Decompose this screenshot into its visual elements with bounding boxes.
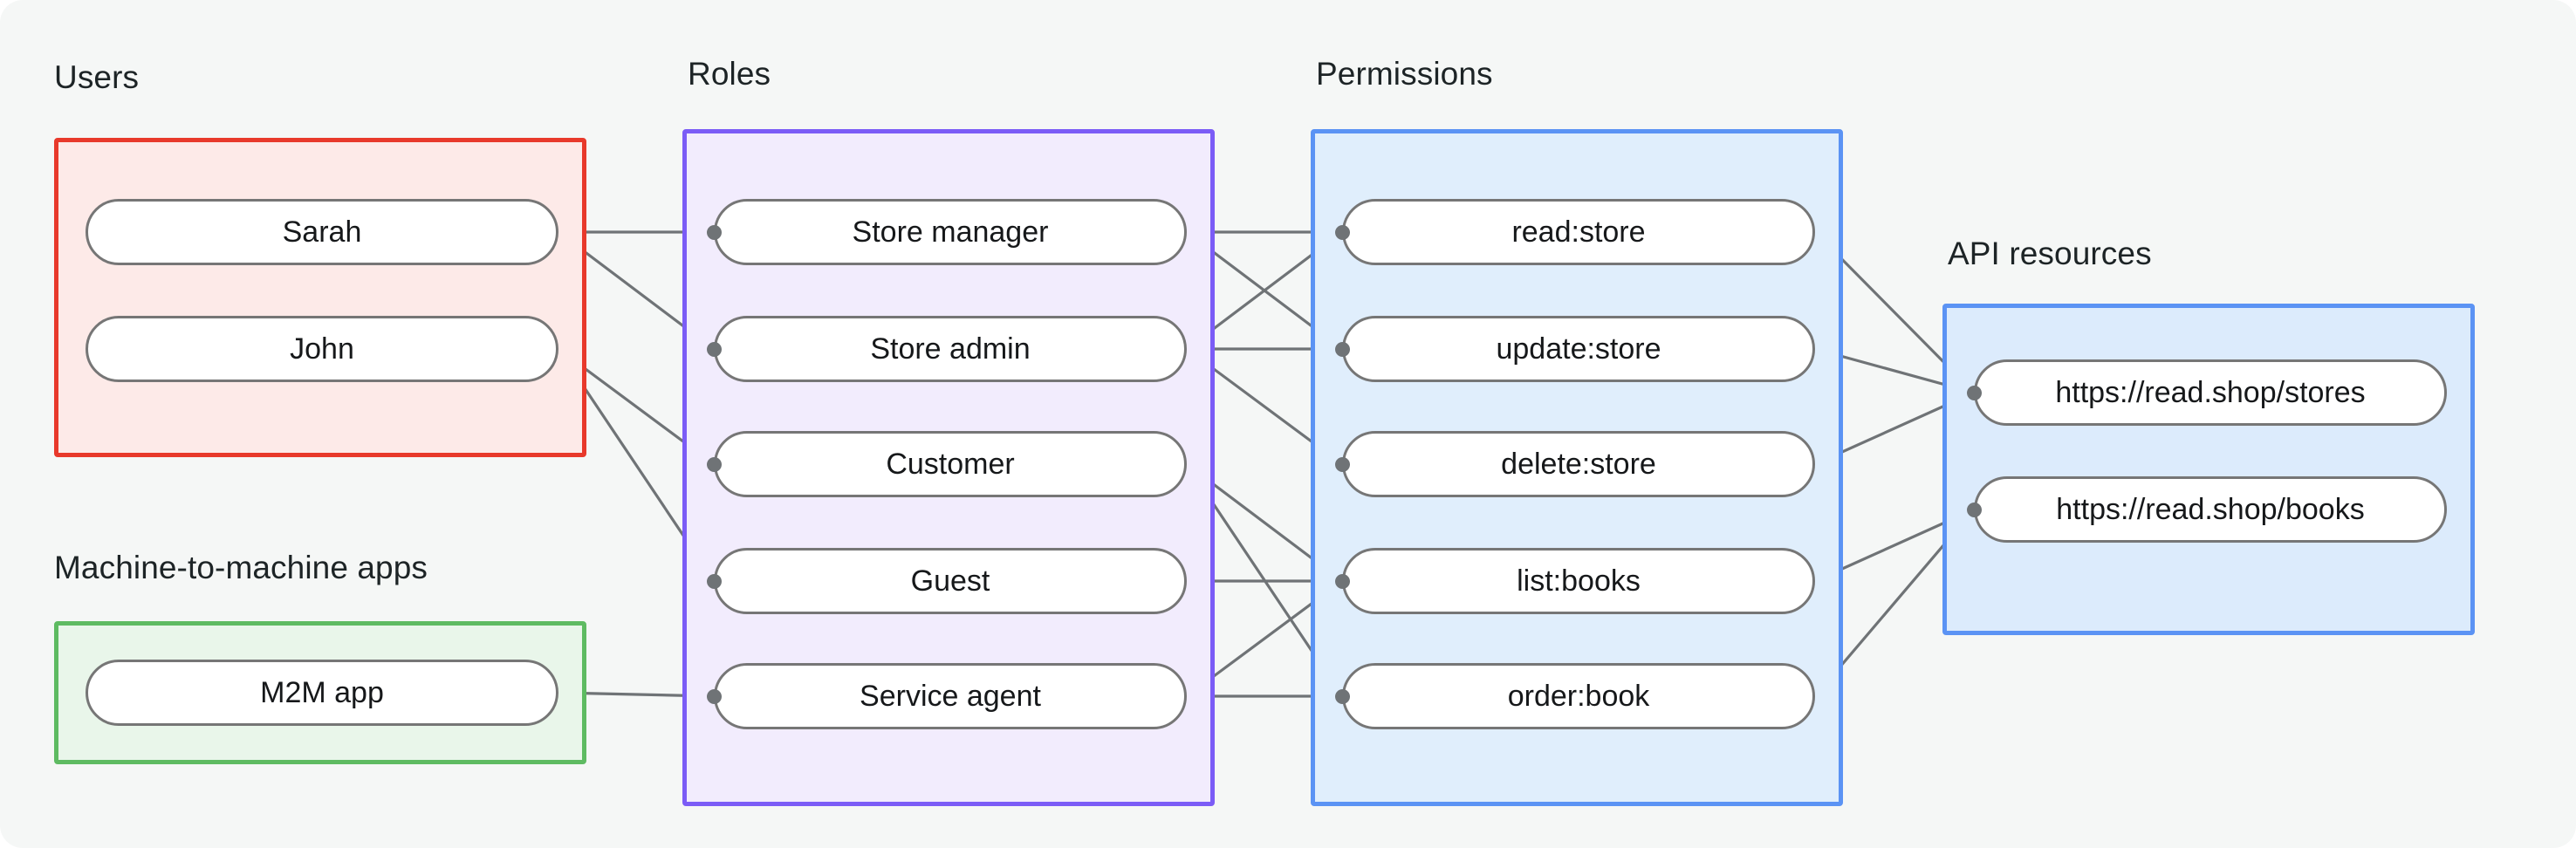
port-dot-read-store xyxy=(1334,224,1350,240)
group-label-api-resources: API resources xyxy=(1948,236,2152,271)
node-read-store[interactable]: read:store xyxy=(1342,199,1815,265)
group-box-api-resources xyxy=(1942,304,2475,635)
node-https-read-shop-books[interactable]: https://read.shop/books xyxy=(1974,476,2447,543)
group-label-users: Users xyxy=(54,59,140,95)
node-customer[interactable]: Customer xyxy=(714,431,1187,497)
port-dot-order-book xyxy=(1334,688,1350,704)
group-box-users xyxy=(54,138,586,457)
node-update-store[interactable]: update:store xyxy=(1342,316,1815,382)
port-dot-customer xyxy=(706,456,722,472)
port-dot-store-admin xyxy=(706,341,722,357)
node-store-manager[interactable]: Store manager xyxy=(714,199,1187,265)
port-dot-service-agent xyxy=(706,688,722,704)
port-dot-books-url xyxy=(1966,502,1982,517)
group-label-roles: Roles xyxy=(688,56,771,92)
node-https-read-shop-stores[interactable]: https://read.shop/stores xyxy=(1974,359,2447,426)
node-john[interactable]: John xyxy=(86,316,558,382)
port-dot-delete-store xyxy=(1334,456,1350,472)
node-guest[interactable]: Guest xyxy=(714,548,1187,614)
node-service-agent[interactable]: Service agent xyxy=(714,663,1187,729)
node-store-admin[interactable]: Store admin xyxy=(714,316,1187,382)
node-list-books[interactable]: list:books xyxy=(1342,548,1815,614)
node-sarah[interactable]: Sarah xyxy=(86,199,558,265)
node-order-book[interactable]: order:book xyxy=(1342,663,1815,729)
group-label-permissions: Permissions xyxy=(1316,56,1493,92)
port-dot-store-manager xyxy=(706,224,722,240)
node-m2m-app[interactable]: M2M app xyxy=(86,660,558,726)
port-dot-stores-url xyxy=(1966,385,1982,400)
port-dot-guest xyxy=(706,573,722,589)
node-delete-store[interactable]: delete:store xyxy=(1342,431,1815,497)
group-label-machine-to-machine-apps: Machine-to-machine apps xyxy=(54,550,428,585)
port-dot-list-books xyxy=(1334,573,1350,589)
port-dot-update-store xyxy=(1334,341,1350,357)
